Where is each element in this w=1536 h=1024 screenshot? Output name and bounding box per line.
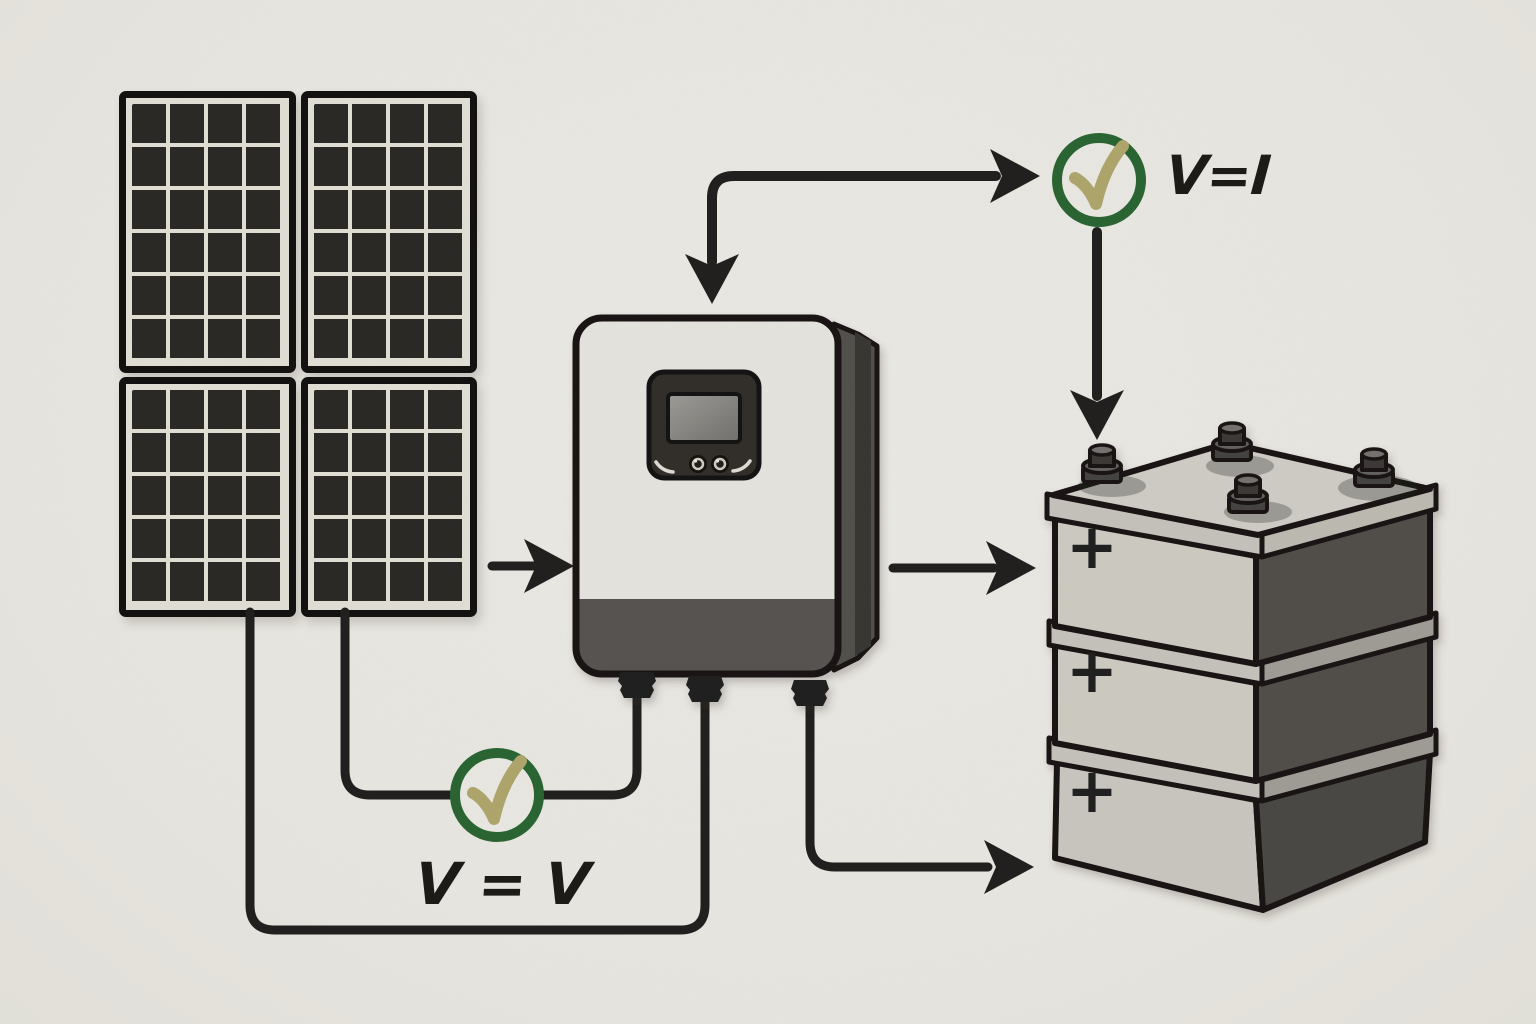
label-v-equals-i: V=I xyxy=(1163,144,1273,207)
label-v-equals-v: V = V xyxy=(412,850,592,918)
